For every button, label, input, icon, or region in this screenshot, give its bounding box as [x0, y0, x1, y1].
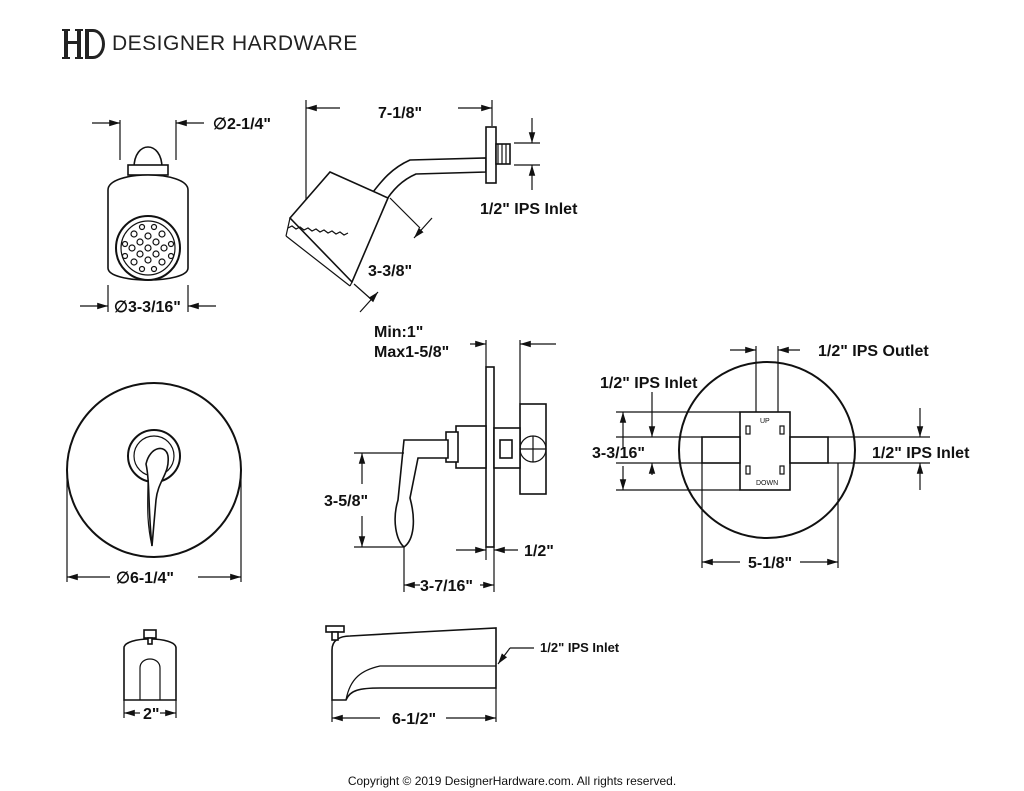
valve-down-label: DOWN [756, 480, 778, 487]
showerhead-front-view [80, 119, 216, 312]
trim-plate-diameter: ∅6-1/4" [116, 570, 174, 587]
showerhead-depth: 3-3/8" [368, 263, 412, 280]
showerhead-arm-diameter: ∅2-1/4" [213, 116, 271, 133]
valve-height-dim: 3-3/16" [592, 445, 645, 462]
lever-height: 3-5/8" [324, 493, 368, 510]
trim-plate-front-view [66, 382, 242, 582]
valve-inlet-left-label: 1/2" IPS Inlet [600, 375, 698, 392]
valve-back-view [616, 346, 930, 568]
tub-spout-inlet-label: 1/2" IPS Inlet [540, 640, 620, 655]
shower-inlet-label: 1/2" IPS Inlet [480, 201, 578, 218]
valve-width-dim: 5-1/8" [748, 555, 792, 572]
dh-monogram-icon [62, 29, 105, 59]
showerhead-side-view [285, 100, 540, 313]
spray-nozzles [121, 223, 175, 273]
tub-spout-length: 6-1/2" [392, 711, 436, 728]
valve-projection: 3-7/16" [420, 578, 473, 595]
tub-spout-width: 2" [143, 706, 159, 723]
valve-outlet-label: 1/2" IPS Outlet [818, 343, 929, 360]
brand-header: DESIGNER HARDWARE [62, 26, 358, 62]
valve-stem-dim: 1/2" [524, 543, 554, 560]
valve-side-view [354, 340, 556, 592]
shower-arm-length: 7-1/8" [378, 105, 422, 122]
tub-spout-front-view [123, 629, 177, 718]
valve-depth-min: Min:1" [374, 324, 423, 341]
copyright-footer: Copyright © 2019 DesignerHardware.com. A… [347, 774, 677, 788]
brand-name: DESIGNER HARDWARE [112, 32, 358, 55]
valve-depth-max: Max1-5/8" [374, 344, 449, 361]
valve-up-label: UP [760, 418, 770, 425]
showerhead-face-diameter: ∅3-3/16" [114, 299, 181, 316]
valve-inlet-right-label: 1/2" IPS Inlet [872, 445, 970, 462]
tub-spout-side-view [325, 625, 534, 722]
